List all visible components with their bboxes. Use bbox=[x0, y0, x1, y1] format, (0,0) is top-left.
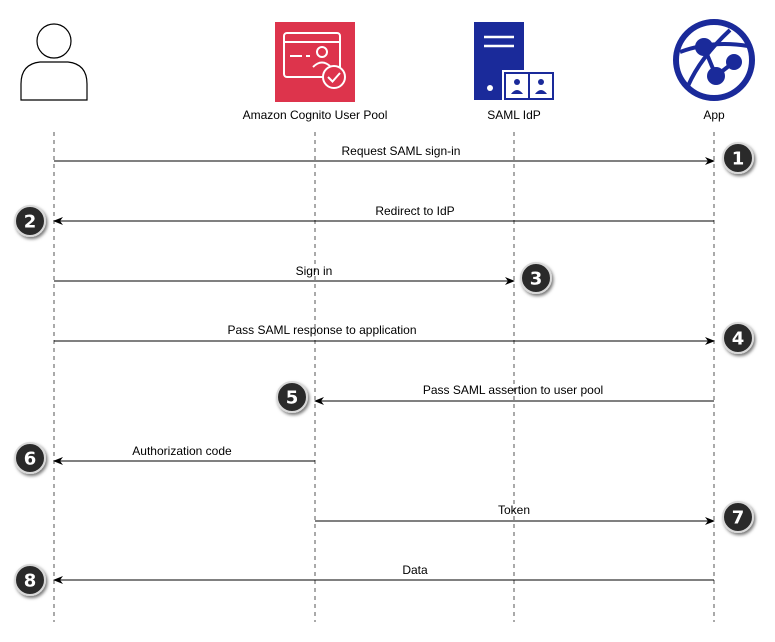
step-badge: 5 bbox=[276, 381, 308, 413]
cognito-icon-bg bbox=[275, 22, 355, 102]
message-label: Authorization code bbox=[132, 444, 232, 458]
participant-app: App bbox=[673, 19, 755, 122]
user-icon bbox=[20, 23, 88, 101]
message-4: Pass SAML response to application 4 bbox=[54, 322, 754, 354]
message-label: Request SAML sign-in bbox=[342, 144, 461, 158]
message-label: Sign in bbox=[296, 264, 333, 278]
step-badge: 3 bbox=[520, 262, 552, 294]
saml-idp-server-icon bbox=[474, 22, 556, 102]
step-number: 7 bbox=[732, 508, 745, 529]
participant-cognito: Amazon Cognito User Pool bbox=[243, 22, 388, 122]
message-3: Sign in 3 bbox=[54, 262, 552, 294]
message-label: Redirect to IdP bbox=[375, 204, 454, 218]
message-label: Token bbox=[498, 503, 530, 517]
participant-idp: SAML IdP bbox=[474, 22, 556, 122]
cognito-user-pool-icon bbox=[275, 22, 355, 102]
participant-cognito-label: Amazon Cognito User Pool bbox=[243, 108, 388, 122]
step-badge: 7 bbox=[722, 501, 754, 533]
message-2: Redirect to IdP 2 bbox=[14, 204, 714, 237]
participant-user bbox=[20, 23, 88, 101]
step-number: 4 bbox=[732, 329, 745, 350]
app-globe-icon bbox=[673, 19, 755, 101]
message-label: Pass SAML assertion to user pool bbox=[423, 383, 603, 397]
step-badge: 1 bbox=[722, 142, 754, 174]
step-number: 8 bbox=[24, 571, 37, 592]
message-8: Data 8 bbox=[14, 563, 714, 596]
step-badge: 8 bbox=[14, 564, 46, 596]
message-5: Pass SAML assertion to user pool 5 bbox=[276, 381, 714, 413]
message-6: Authorization code 6 bbox=[14, 442, 315, 474]
step-number: 6 bbox=[24, 449, 37, 470]
step-badge: 6 bbox=[14, 442, 46, 474]
participant-app-label: App bbox=[703, 108, 725, 122]
step-number: 3 bbox=[530, 269, 543, 290]
message-7: Token 7 bbox=[315, 501, 754, 533]
message-1: Request SAML sign-in 1 bbox=[54, 142, 754, 174]
step-badge: 4 bbox=[722, 322, 754, 354]
step-number: 1 bbox=[732, 149, 745, 170]
step-badge: 2 bbox=[14, 205, 46, 237]
step-number: 5 bbox=[286, 388, 299, 409]
step-number: 2 bbox=[24, 212, 37, 233]
message-label: Pass SAML response to application bbox=[228, 323, 417, 337]
participant-idp-label: SAML IdP bbox=[487, 108, 541, 122]
message-label: Data bbox=[402, 563, 428, 577]
